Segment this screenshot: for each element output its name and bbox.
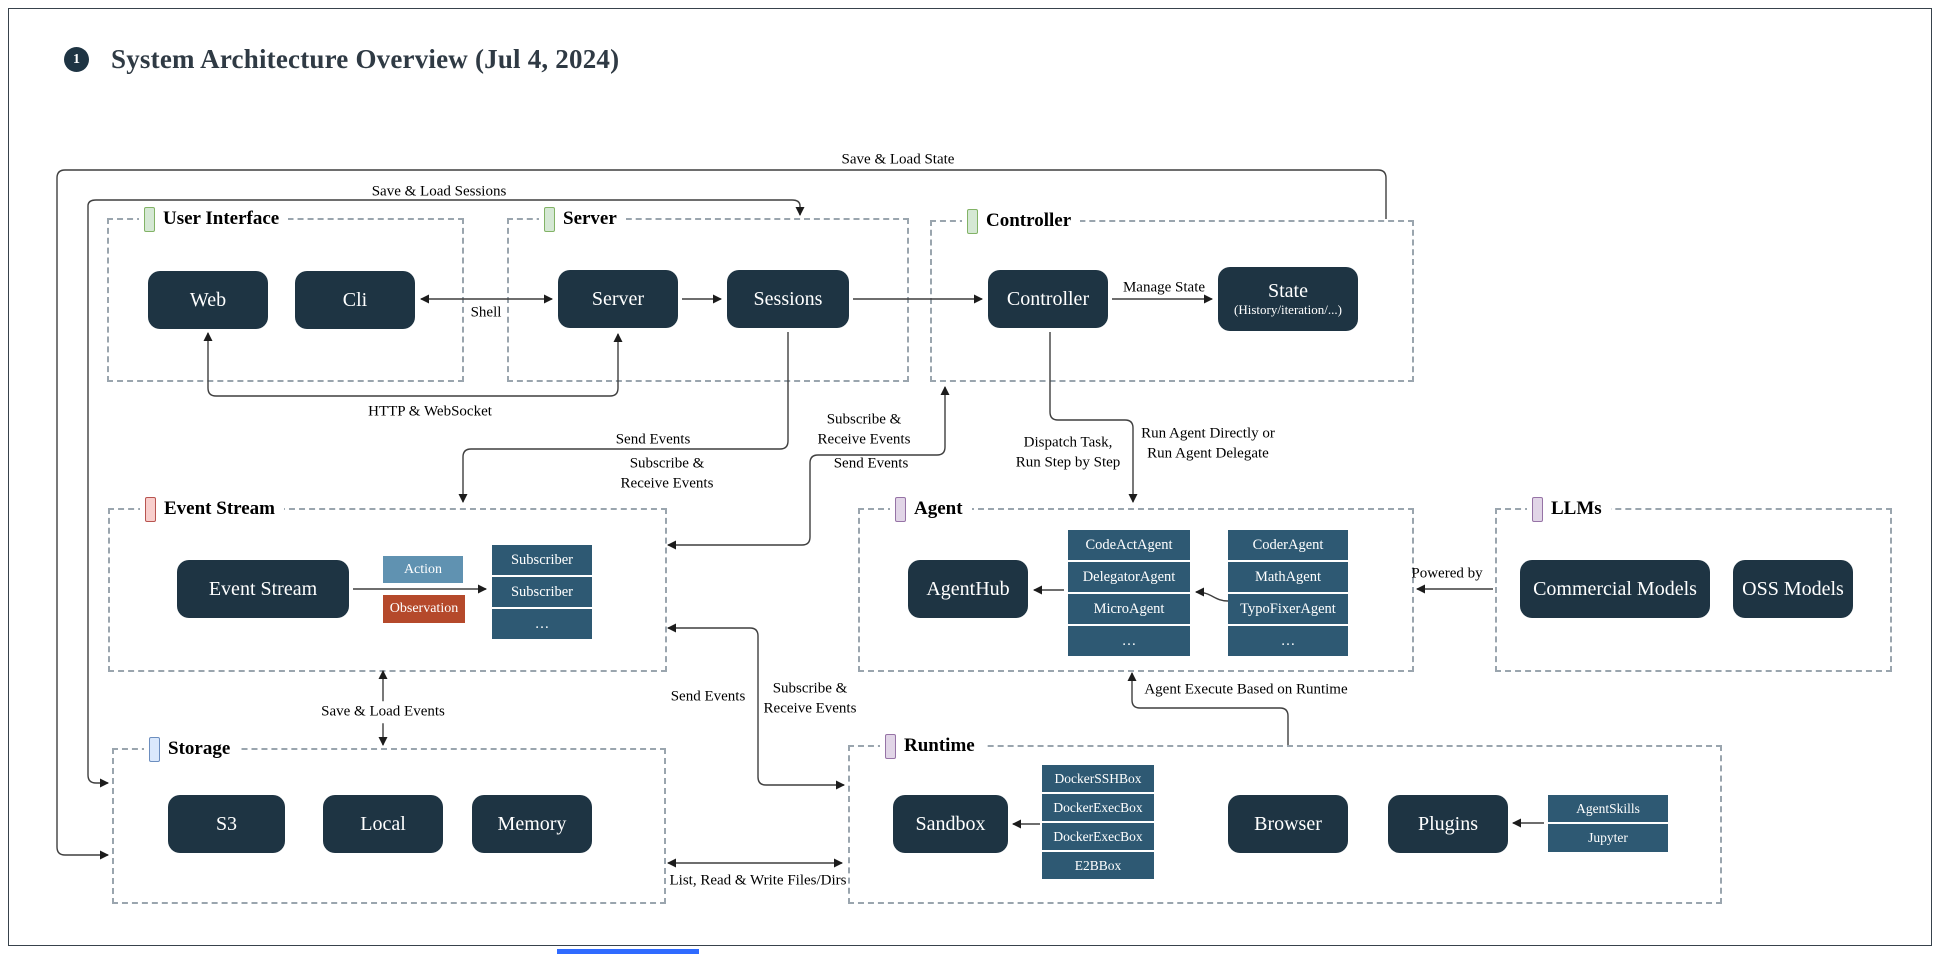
- node-cli: Cli: [295, 271, 415, 329]
- stack-row: AgentSkills: [1548, 795, 1668, 822]
- edge-label-subscribe-receive: Subscribe & Receive Events: [620, 455, 714, 492]
- stack-row: Jupyter: [1548, 822, 1668, 852]
- node-oss-models: OSS Models: [1733, 560, 1853, 618]
- node-sandbox: Sandbox: [893, 795, 1008, 853]
- stack-row: Subscriber: [492, 545, 592, 575]
- group-title: LLMs: [1551, 498, 1602, 519]
- edge-eventstream-to-runtime: [667, 623, 845, 790]
- node-s3: S3: [168, 795, 285, 853]
- edge-label-dispatch-task: Dispatch Task, Run Step by Step: [1015, 434, 1121, 471]
- edge-label-powered-by: Powered by: [1411, 565, 1483, 582]
- group-marker-icon: [1532, 496, 1543, 522]
- node-state-title: State: [1268, 280, 1308, 303]
- group-llms: LLMs: [1495, 495, 1892, 672]
- stack-row: DockerExecBox: [1042, 821, 1154, 850]
- edge-label-agent-execute: Agent Execute Based on Runtime: [1144, 681, 1348, 698]
- edge-label-manage-state: Manage State: [1122, 279, 1206, 296]
- agent-community-stack: CoderAgent MathAgent TypoFixerAgent …: [1228, 530, 1348, 656]
- node-web: Web: [148, 271, 268, 329]
- node-state-subtitle: (History/iteration/...): [1234, 302, 1342, 318]
- node-server: Server: [558, 270, 678, 328]
- edge-save-load-sessions: [87, 199, 805, 788]
- edge-label-run-agent: Run Agent Directly or Run Agent Delegate: [1141, 425, 1275, 462]
- chip-action: Action: [383, 556, 463, 583]
- node-state: State (History/iteration/...): [1218, 267, 1358, 331]
- group-marker-icon: [885, 733, 896, 759]
- edge-save-load-state: [56, 169, 1387, 860]
- edge-label-send-events: Send Events: [615, 431, 691, 448]
- bottom-blue-bar: [557, 949, 699, 954]
- node-browser: Browser: [1228, 795, 1348, 853]
- edge-http-websocket: [203, 332, 623, 397]
- group-runtime: Runtime: [848, 732, 1722, 904]
- stack-row: CoderAgent: [1228, 530, 1348, 560]
- edge-controller-to-agent: [1049, 332, 1138, 503]
- edge-label-subscribe-receive: Subscribe & Receive Events: [817, 411, 911, 448]
- subscriber-stack: Subscriber Subscriber …: [492, 545, 592, 639]
- edge-community-to-core-stack: [1195, 587, 1229, 602]
- group-title: Controller: [986, 210, 1072, 231]
- group-marker-icon: [967, 208, 978, 234]
- chip-observation: Observation: [383, 595, 465, 623]
- stack-row: DelegatorAgent: [1068, 560, 1190, 592]
- node-memory: Memory: [472, 795, 592, 853]
- step-number-badge: 1: [64, 47, 89, 72]
- edge-label-save-load-state: Save & Load State: [841, 151, 955, 168]
- stack-row: …: [1068, 624, 1190, 656]
- stack-row: TypoFixerAgent: [1228, 592, 1348, 624]
- stack-row: DockerExecBox: [1042, 792, 1154, 821]
- edge-label-http-websocket: HTTP & WebSocket: [368, 403, 492, 420]
- node-event-stream: Event Stream: [177, 560, 349, 618]
- stack-row: DockerSSHBox: [1042, 765, 1154, 792]
- edge-label-subscribe-receive: Subscribe & Receive Events: [763, 680, 857, 717]
- node-local: Local: [323, 795, 443, 853]
- plugin-stack: AgentSkills Jupyter: [1548, 795, 1668, 852]
- node-sessions: Sessions: [727, 270, 849, 328]
- edge-label-save-load-events: Save & Load Events: [317, 701, 449, 723]
- page-header: 1 System Architecture Overview (Jul 4, 2…: [64, 44, 619, 75]
- node-agenthub: AgentHub: [908, 560, 1028, 618]
- node-plugins: Plugins: [1388, 795, 1508, 853]
- stack-row: MathAgent: [1228, 560, 1348, 592]
- edge-label-send-events: Send Events: [670, 688, 746, 705]
- agent-core-stack: CodeActAgent DelegatorAgent MicroAgent …: [1068, 530, 1190, 656]
- edge-label-send-events: Send Events: [833, 455, 909, 472]
- edge-label-list-read-write: List, Read & Write Files/Dirs: [669, 872, 847, 889]
- sandbox-stack: DockerSSHBox DockerExecBox DockerExecBox…: [1042, 765, 1154, 879]
- stack-row: CodeActAgent: [1068, 530, 1190, 560]
- group-title: Runtime: [904, 735, 975, 756]
- edge-label-shell: Shell: [470, 304, 502, 321]
- edge-eventstream-to-controller: [667, 386, 950, 550]
- stack-row: MicroAgent: [1068, 592, 1190, 624]
- group-controller: Controller: [930, 207, 1414, 382]
- stack-row: Subscriber: [492, 575, 592, 607]
- node-commercial-models: Commercial Models: [1520, 560, 1710, 618]
- node-controller: Controller: [988, 270, 1108, 328]
- edge-runtime-to-agent: [1127, 672, 1289, 745]
- page-title: System Architecture Overview (Jul 4, 202…: [111, 44, 620, 74]
- stack-row: …: [492, 607, 592, 639]
- stack-row: …: [1228, 624, 1348, 656]
- edge-label-save-load-sessions: Save & Load Sessions: [371, 183, 507, 200]
- stack-row: E2BBox: [1042, 850, 1154, 879]
